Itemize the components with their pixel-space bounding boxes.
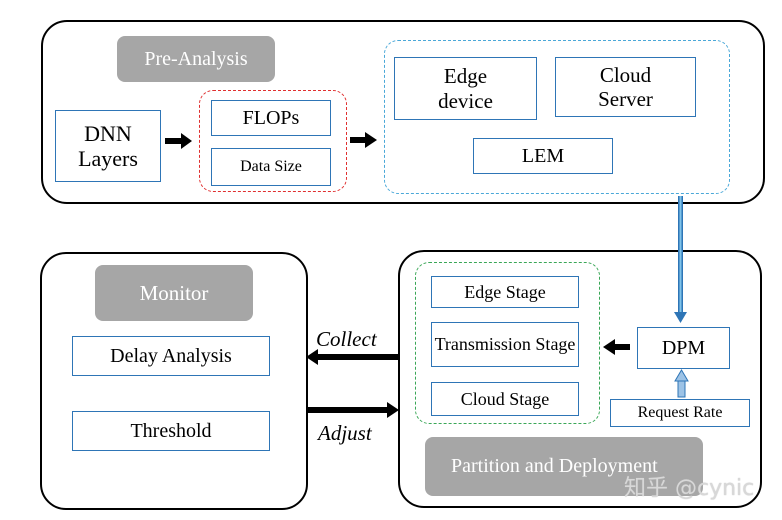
arrow-collect bbox=[306, 349, 398, 365]
edge-device-box: Edge device bbox=[394, 57, 537, 120]
dnn-layers-box: DNN Layers bbox=[55, 110, 161, 182]
dpm-box: DPM bbox=[637, 327, 730, 369]
cost-group bbox=[199, 90, 347, 192]
stages-group bbox=[415, 262, 600, 424]
arrow-dpm-to-stages bbox=[603, 339, 630, 355]
arrow-cost-to-lem bbox=[350, 132, 377, 148]
request-rate-box: Request Rate bbox=[610, 399, 750, 427]
arrow-adjust bbox=[308, 402, 399, 418]
monitor-title: Monitor bbox=[95, 265, 253, 321]
adjust-label: Adjust bbox=[318, 421, 372, 445]
lem-group bbox=[384, 40, 730, 194]
lem-box: LEM bbox=[473, 138, 613, 174]
cloud-stage-box: Cloud Stage bbox=[431, 382, 579, 416]
arrow-dnn-to-cost bbox=[165, 133, 192, 149]
pre-analysis-title: Pre-Analysis bbox=[117, 36, 275, 82]
threshold-box: Threshold bbox=[72, 411, 270, 451]
delay-analysis-box: Delay Analysis bbox=[72, 336, 270, 376]
watermark: 知乎 @cynic bbox=[624, 476, 755, 501]
data-size-box: Data Size bbox=[211, 148, 331, 186]
flops-box: FLOPs bbox=[211, 100, 331, 136]
partition-title: Partition and Deployment bbox=[425, 437, 703, 496]
arrow-lem-to-dpm bbox=[674, 196, 687, 323]
collect-label: Collect bbox=[316, 327, 377, 351]
arrow-request-to-dpm bbox=[674, 369, 689, 398]
transmission-stage-box: Transmission Stage bbox=[431, 322, 579, 367]
edge-stage-box: Edge Stage bbox=[431, 276, 579, 308]
cloud-server-box: Cloud Server bbox=[555, 57, 696, 117]
